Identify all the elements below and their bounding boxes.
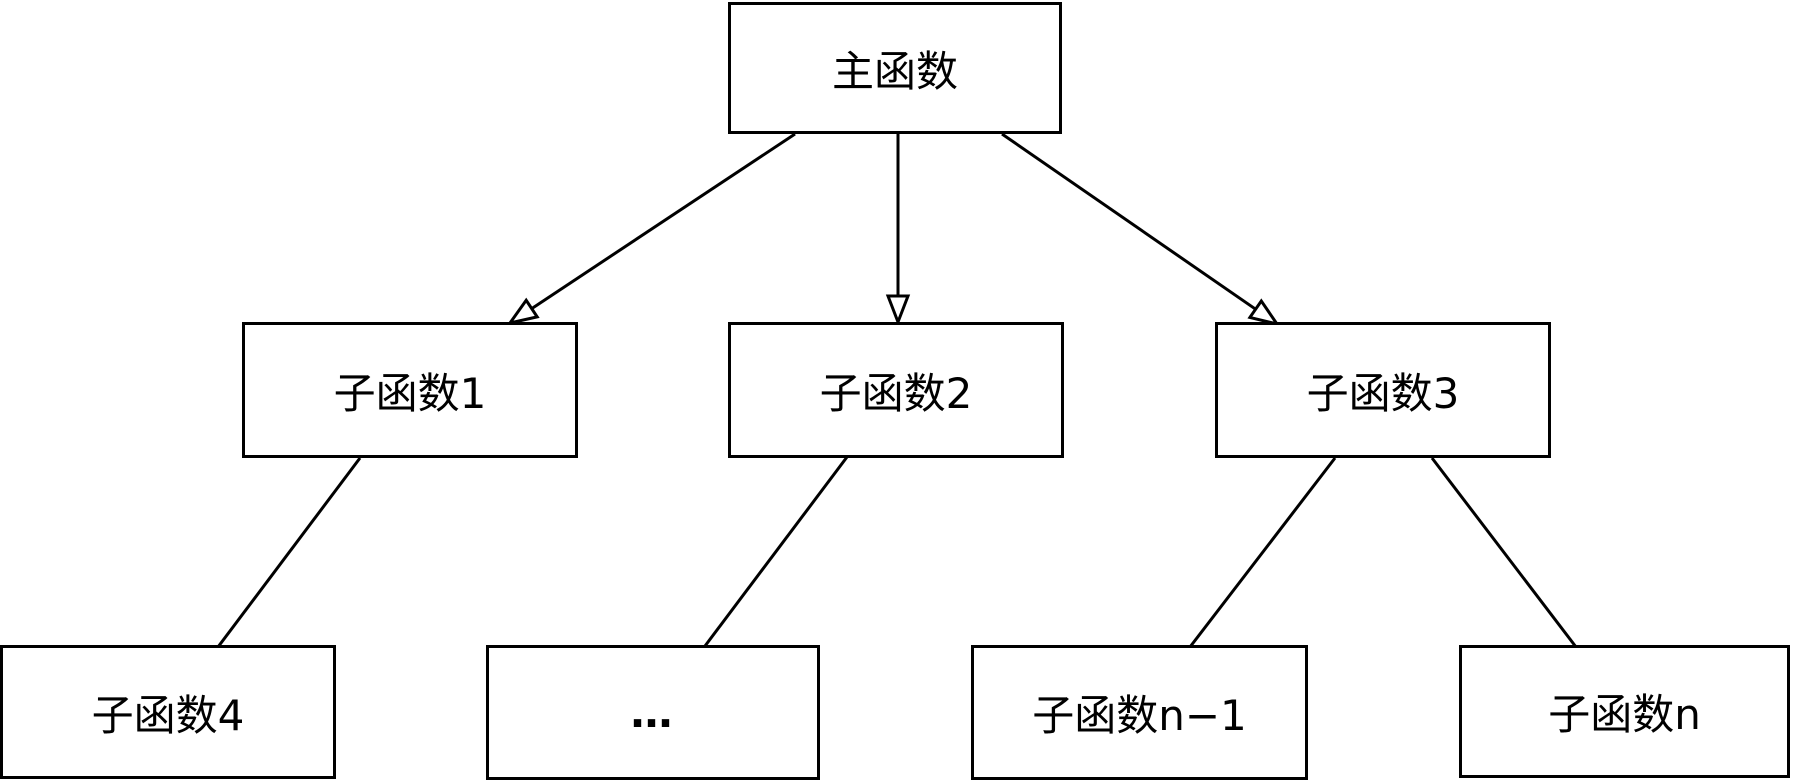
node-sub-function-n-minus-1: 子函数n−1: [971, 645, 1308, 780]
edge-main-to-sub3: [1001, 132, 1257, 311]
node-ellipsis: …: [486, 645, 820, 780]
edge-sub2-to-ellipsis: [703, 456, 849, 647]
node-sub-function-2: 子函数2: [728, 322, 1064, 458]
node-sub-function-4-label: 子函数4: [91, 690, 245, 740]
node-sub-function-n-minus-1-label: 子函数n−1: [1032, 691, 1247, 740]
node-sub-function-3: 子函数3: [1215, 322, 1551, 458]
node-sub-function-1: 子函数1: [242, 322, 578, 458]
node-ellipsis-label: …: [630, 688, 676, 737]
edge-sub3-to-sub-n: [1430, 457, 1578, 648]
node-sub-function-1-label: 子函数1: [333, 368, 487, 418]
edge-main-to-sub1: [530, 132, 796, 310]
node-main-function: 主函数: [728, 2, 1062, 134]
hollow-arrowhead-sub2: [885, 294, 911, 327]
hollow-arrowhead-sub3: [1247, 298, 1281, 327]
node-sub-function-4: 子函数4: [0, 645, 336, 779]
node-sub-function-n: 子函数n: [1459, 645, 1790, 778]
hollow-arrowhead-sub1: [506, 297, 540, 326]
edge-sub3-to-sub-n-minus-1: [1188, 457, 1337, 648]
node-main-function-label: 主函数: [831, 46, 958, 96]
node-sub-function-3-label: 子函数3: [1306, 368, 1460, 418]
node-sub-function-2-label: 子函数2: [819, 368, 973, 418]
edge-sub1-to-sub4: [216, 457, 362, 648]
node-sub-function-n-label: 子函数n: [1548, 690, 1701, 739]
